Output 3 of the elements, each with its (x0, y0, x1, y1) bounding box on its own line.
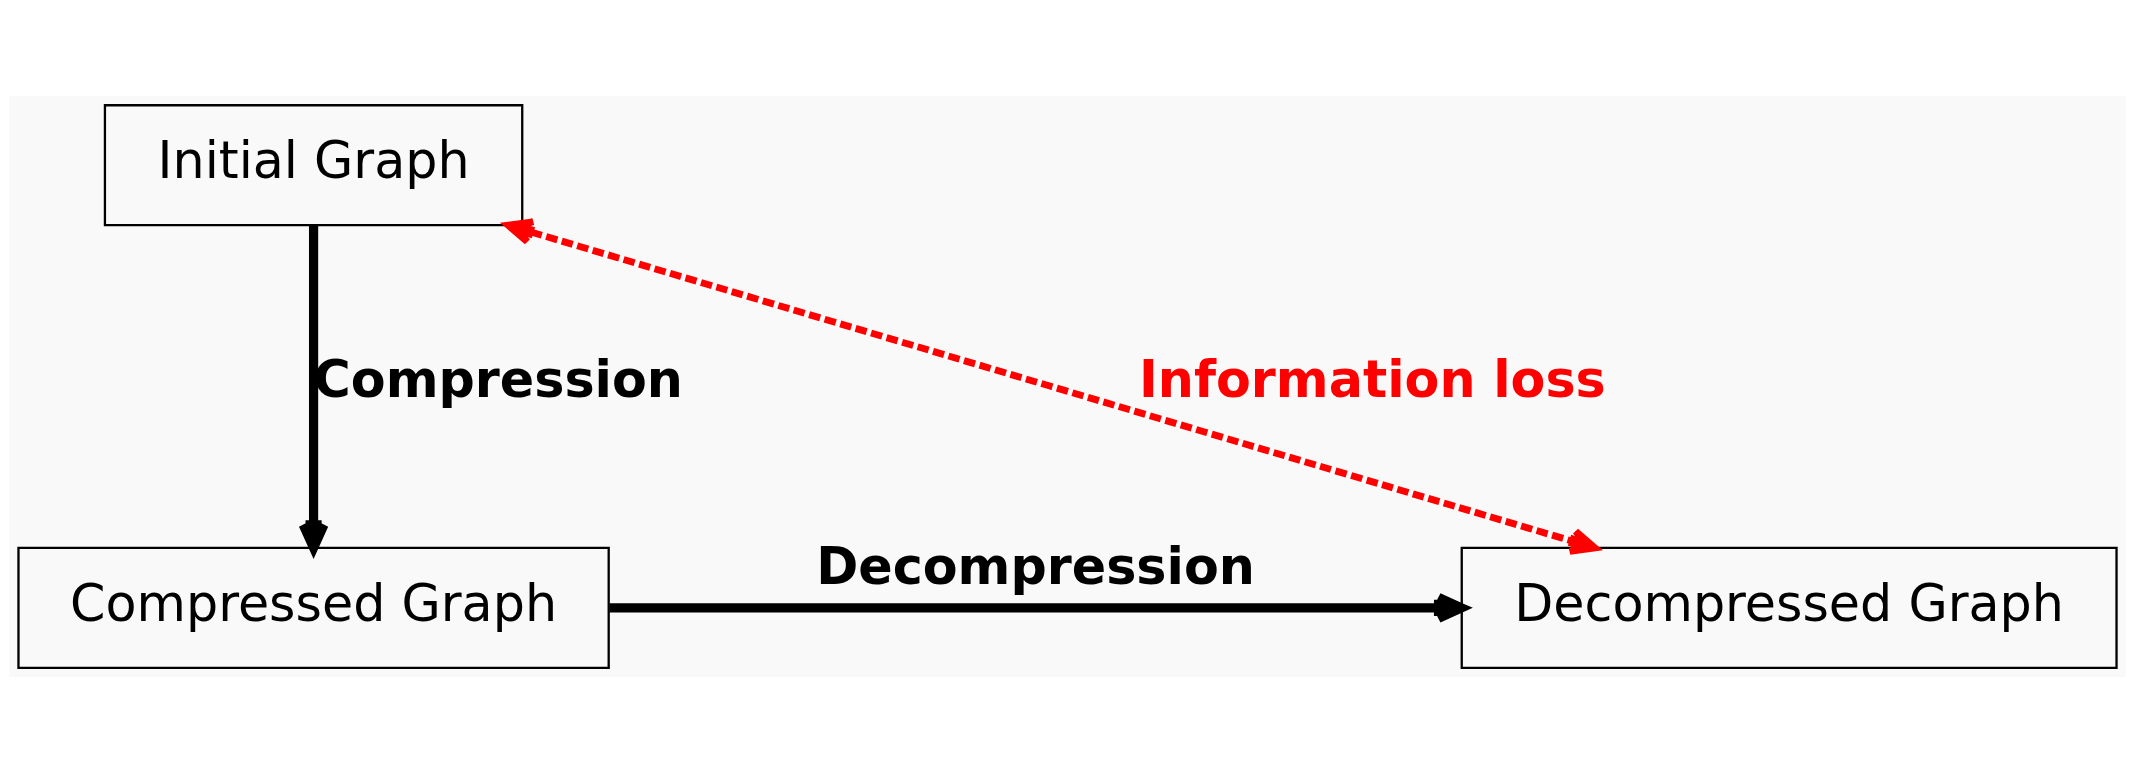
edge-label: Decompression (816, 536, 1255, 596)
edge-label: Compression (313, 350, 683, 410)
edge-label: Information loss (1138, 350, 1606, 410)
